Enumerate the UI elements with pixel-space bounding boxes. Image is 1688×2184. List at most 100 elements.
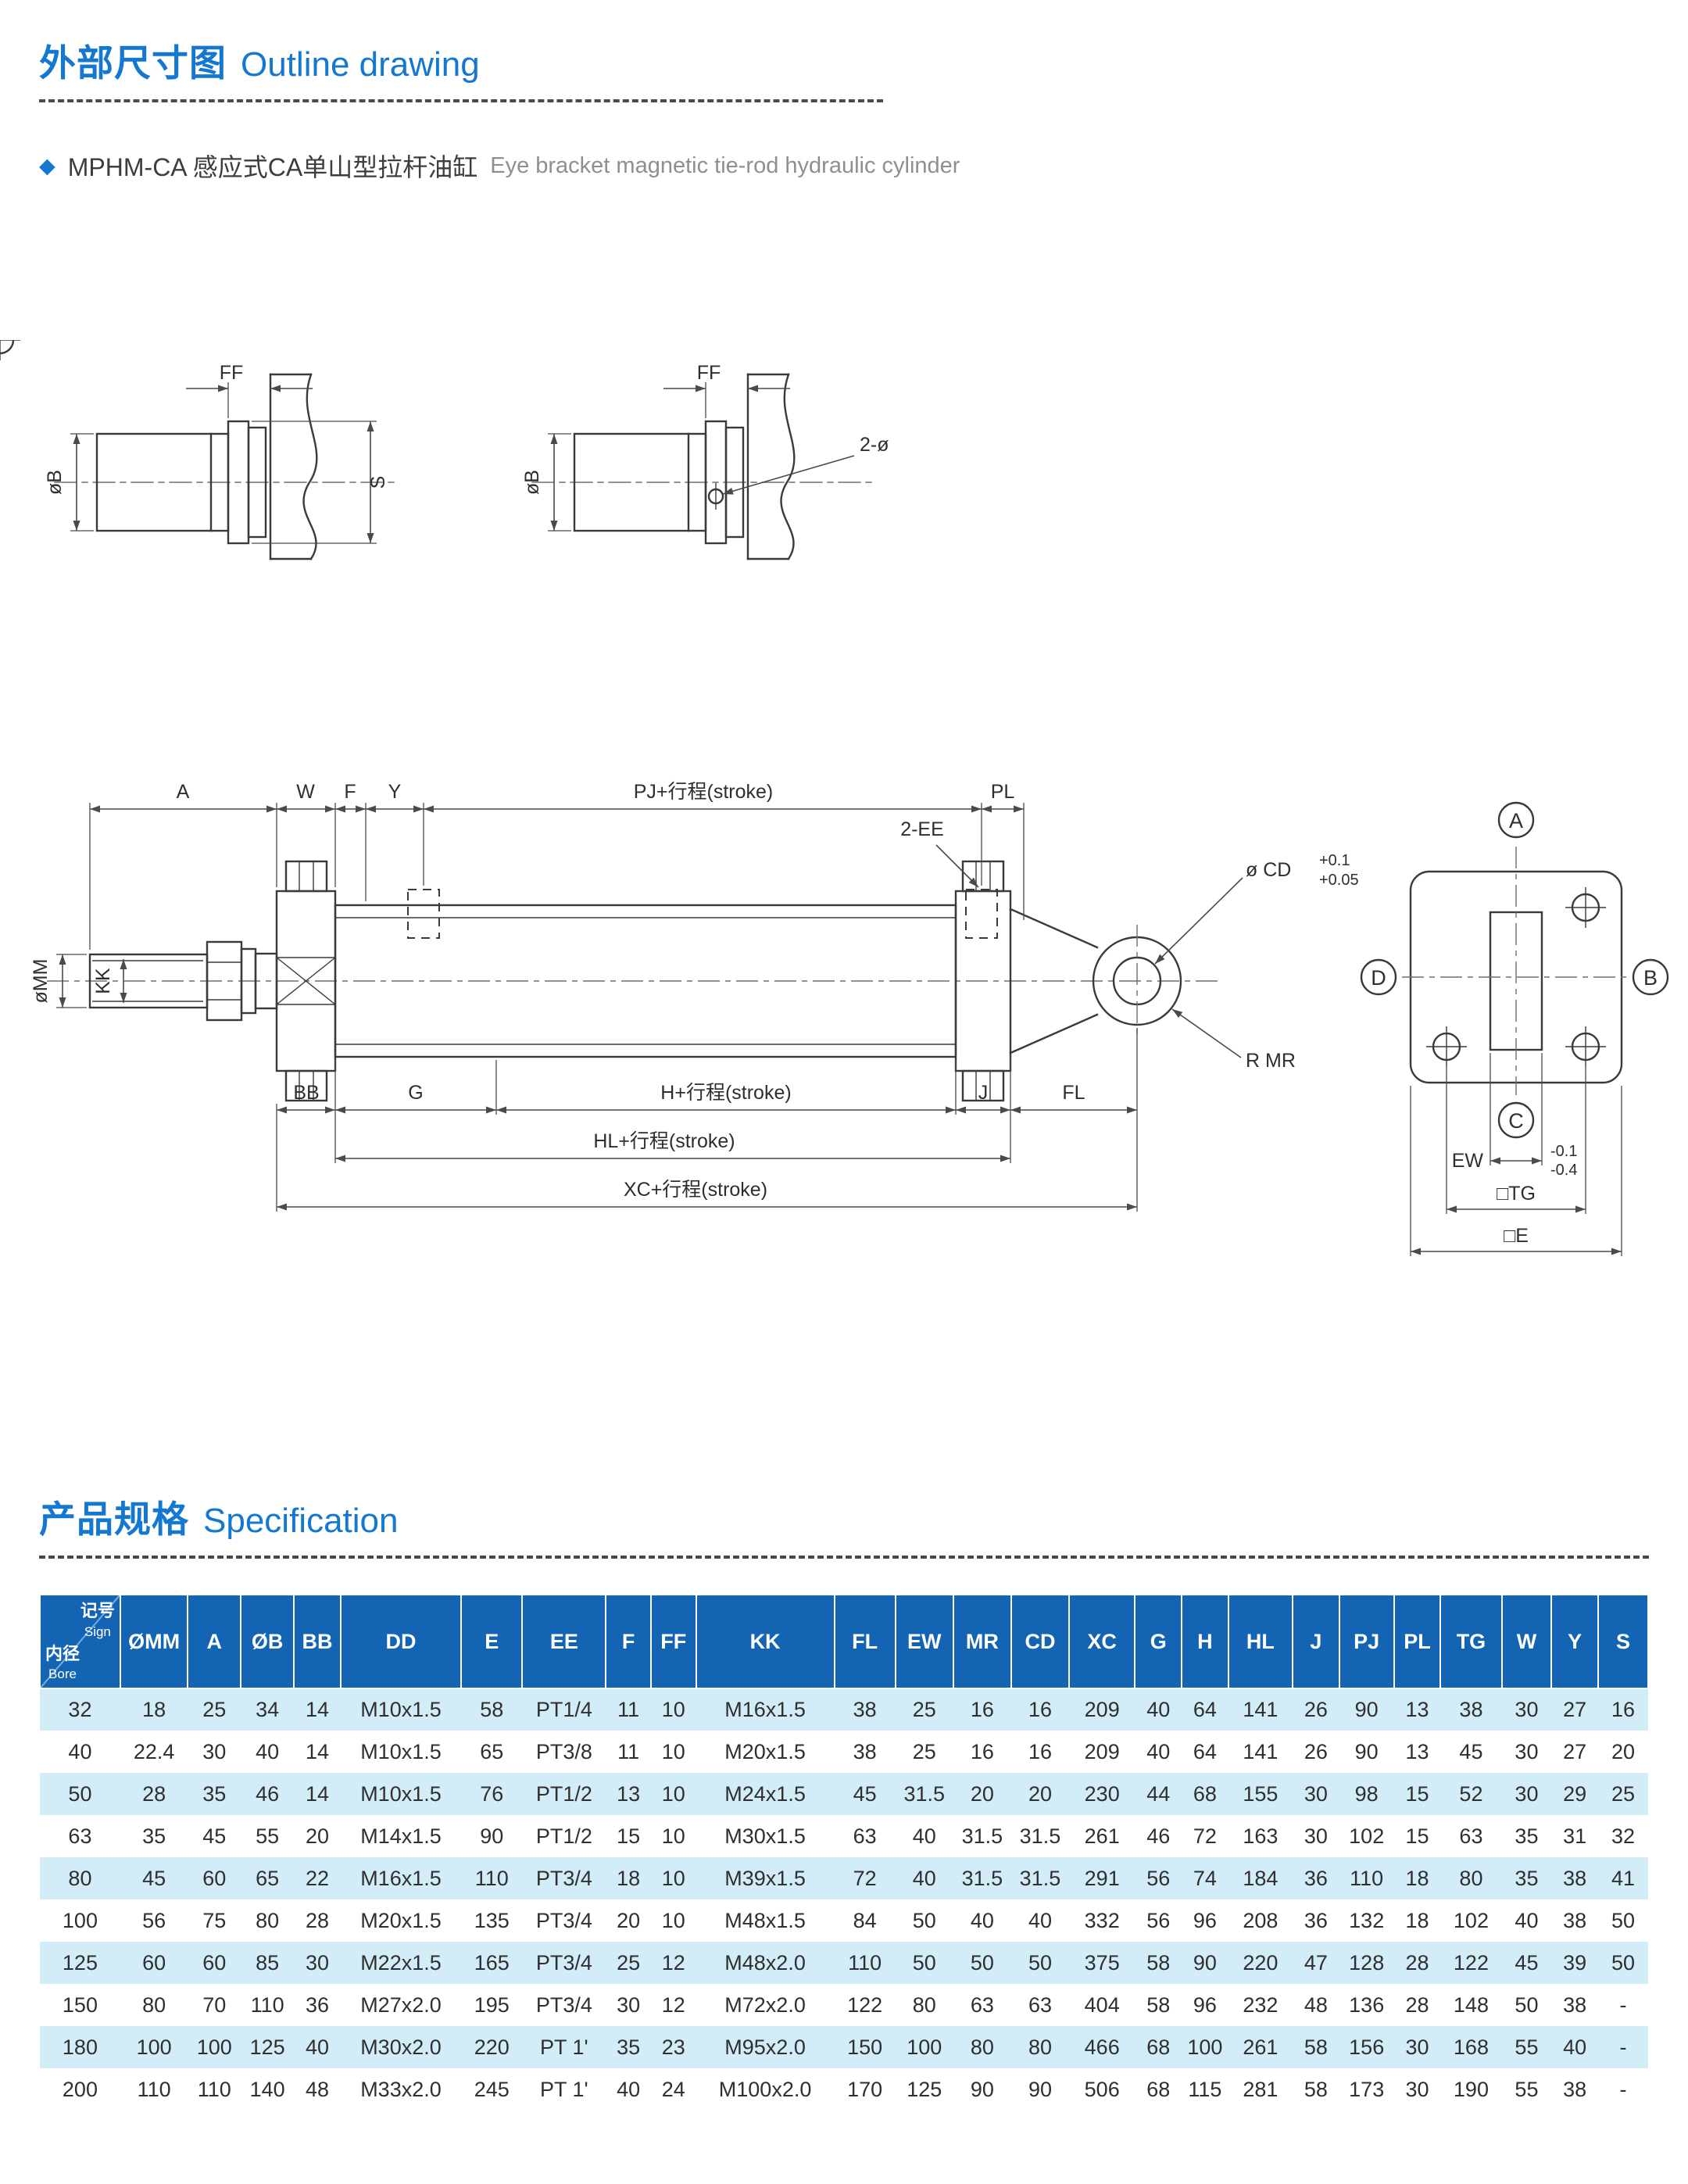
spec-value: 122 xyxy=(1453,1950,1489,1975)
spec-value: 41 xyxy=(1611,1866,1636,1890)
spec-value: 80 xyxy=(1028,2035,1052,2059)
spec-value: 15 xyxy=(1405,1824,1429,1848)
spec-value: 22.4 xyxy=(133,1739,175,1763)
spec-value: 90 xyxy=(480,1824,504,1848)
spec-value: M48x2.0 xyxy=(724,1950,806,1975)
spec-value: 195 xyxy=(474,1992,510,2017)
spec-value: 36 xyxy=(1304,1908,1328,1932)
cd-tolerance-lower: +0.05 xyxy=(1319,872,1359,889)
spec-value: 45 xyxy=(142,1866,166,1890)
spec-value: 60 xyxy=(202,1866,227,1890)
spec-value: 63 xyxy=(1028,1992,1052,2017)
spec-value: 16 xyxy=(970,1739,994,1763)
spec-value: 209 xyxy=(1084,1698,1120,1721)
spec-value: 25 xyxy=(617,1950,641,1975)
spec-value: 32 xyxy=(1611,1824,1636,1848)
spec-value: 404 xyxy=(1084,1992,1120,2017)
spec-value: 11 xyxy=(617,1698,640,1721)
spec-value: 40 xyxy=(1515,1908,1539,1932)
spec-value: 261 xyxy=(1243,2035,1279,2059)
spec-value: 10 xyxy=(661,1739,685,1763)
spec-value: 50 xyxy=(912,1908,936,1932)
spec-value: 72 xyxy=(853,1866,877,1890)
spec-value: 28 xyxy=(1405,1950,1429,1975)
spec-value: 50 xyxy=(1515,1992,1539,2017)
spec-value: 38 xyxy=(1563,1992,1587,2017)
dim-label-pl: PL xyxy=(991,781,1015,803)
spec-value: PT 1' xyxy=(540,2077,588,2101)
spec-value: 40 xyxy=(970,1908,994,1932)
spec-value: 30 xyxy=(202,1739,227,1763)
spec-value: 45 xyxy=(202,1824,227,1848)
outline-title-en: Outline drawing xyxy=(241,45,480,84)
bore-value: 40 xyxy=(68,1739,92,1763)
spec-value: 58 xyxy=(1146,1992,1171,2017)
spec-value: 155 xyxy=(1243,1781,1279,1806)
spec-value: 40 xyxy=(1146,1698,1171,1721)
spec-value: 60 xyxy=(202,1950,227,1975)
spec-value: 100 xyxy=(907,2035,942,2059)
cd-callout-label: ø CD xyxy=(1246,859,1291,881)
dim-label-fl: FL xyxy=(1062,1082,1085,1104)
spec-value: 90 xyxy=(1028,2077,1052,2101)
spec-value: 125 xyxy=(249,2035,285,2059)
spec-value: 35 xyxy=(617,2035,641,2059)
spec-value: 232 xyxy=(1243,1992,1279,2017)
spec-value: 85 xyxy=(256,1950,280,1975)
spec-value: 110 xyxy=(848,1950,882,1975)
spec-value: 10 xyxy=(661,1866,685,1890)
spec-value: 84 xyxy=(853,1908,877,1932)
spec-value: 80 xyxy=(912,1992,936,2017)
column-header: W xyxy=(1500,1594,1553,1689)
spec-value: 20 xyxy=(970,1781,994,1806)
spec-value: M95x2.0 xyxy=(724,2035,806,2059)
spec-title-zh: 产品规格 xyxy=(39,1498,189,1540)
column-header: G xyxy=(1134,1594,1183,1689)
spec-value: 22 xyxy=(305,1866,329,1890)
spec-value: 15 xyxy=(617,1824,641,1848)
spec-title-en: Specification xyxy=(203,1502,399,1540)
spec-value: 38 xyxy=(1563,1866,1587,1890)
spec-value: 31.5 xyxy=(1019,1866,1061,1890)
spec-value: 38 xyxy=(1459,1698,1483,1721)
dim-label-xc-stroke: XC+行程(stroke) xyxy=(624,1179,767,1201)
spec-value: 102 xyxy=(1349,1824,1385,1848)
column-header: XC xyxy=(1068,1594,1136,1689)
hole-callout-label: 2-ø xyxy=(860,434,889,456)
spec-value: 16 xyxy=(1028,1698,1052,1721)
spec-value: - xyxy=(1619,2077,1627,2101)
spec-value: 68 xyxy=(1146,2035,1171,2059)
spec-value: M14x1.5 xyxy=(360,1824,442,1848)
bore-value: 200 xyxy=(62,2077,98,2101)
column-header: EE xyxy=(521,1594,607,1689)
spec-value: 31.5 xyxy=(961,1824,1003,1848)
spec-value: 45 xyxy=(853,1781,877,1806)
spec-value: M33x2.0 xyxy=(360,2077,442,2101)
catalog-page: { "outline_section": { "title_zh": "外部尺寸… xyxy=(0,33,1688,2184)
column-header: FL xyxy=(833,1594,896,1689)
spec-value: 50 xyxy=(1611,1950,1636,1975)
spec-value: 80 xyxy=(1459,1866,1483,1890)
spec-value: 46 xyxy=(256,1781,280,1806)
dim-label-w: W xyxy=(296,781,315,803)
spec-value: 40 xyxy=(912,1866,936,1890)
spec-value: M39x1.5 xyxy=(724,1866,806,1890)
spec-value: 25 xyxy=(912,1698,936,1721)
spec-value: 20 xyxy=(1611,1739,1636,1763)
spec-value: 102 xyxy=(1453,1908,1489,1932)
spec-value: 38 xyxy=(1563,1908,1587,1932)
spec-divider xyxy=(39,1556,1649,1559)
spec-value: 14 xyxy=(305,1781,329,1806)
column-header: TG xyxy=(1439,1594,1503,1689)
diamond-bullet-icon: ◆ xyxy=(39,153,55,177)
spec-value: 30 xyxy=(617,1992,641,2017)
view-marker-a: A xyxy=(1509,809,1523,832)
spec-value: 80 xyxy=(256,1908,280,1932)
table-corner-cell: 记号 Sign 内径 Bore xyxy=(39,1594,121,1689)
spec-value: 18 xyxy=(617,1866,641,1890)
spec-value: 135 xyxy=(474,1908,510,1932)
